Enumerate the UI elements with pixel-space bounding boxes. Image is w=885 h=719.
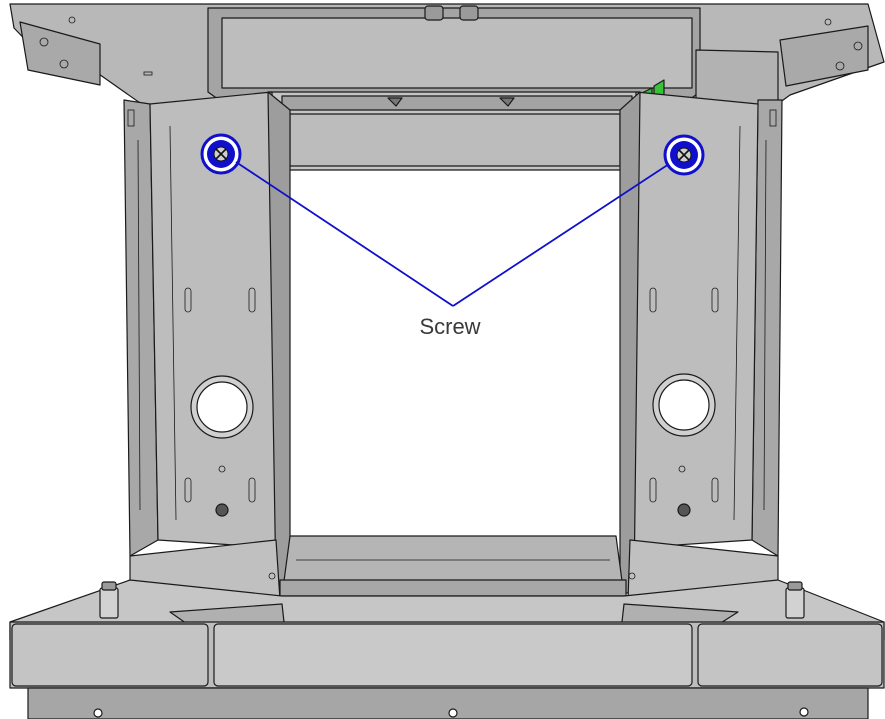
right-side-bracket <box>619 91 783 597</box>
screw-label: Screw <box>419 314 480 339</box>
screw-right <box>663 134 705 176</box>
base-bolts <box>99 581 805 619</box>
screw-left <box>200 133 242 175</box>
callout-leader-lines <box>235 161 670 307</box>
bottom-inner-rail <box>279 535 627 597</box>
front-base-bar <box>9 621 885 719</box>
left-side-bracket <box>123 91 291 597</box>
inner-top-rail <box>267 91 641 171</box>
top-bracket-box <box>207 5 779 133</box>
